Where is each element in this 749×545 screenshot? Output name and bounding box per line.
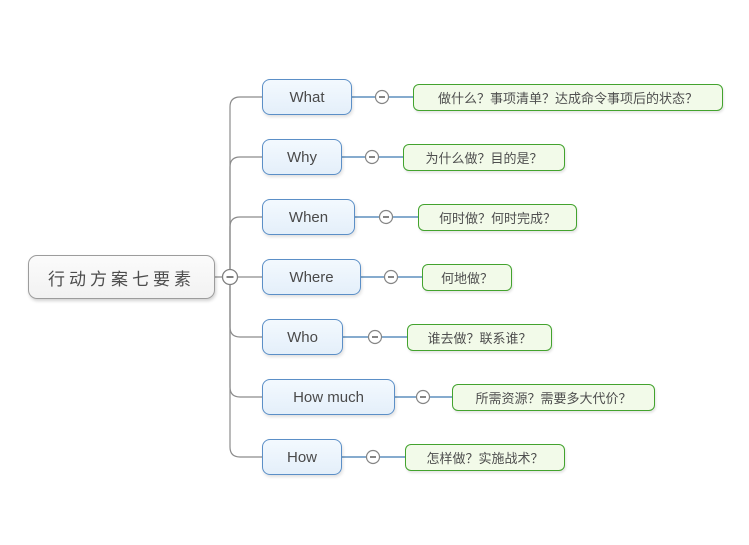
collapse-button-how[interactable] xyxy=(365,449,381,465)
branch-node-howmuch[interactable]: How much xyxy=(262,379,395,415)
collapse-button-when[interactable] xyxy=(378,209,394,225)
connector-root-why xyxy=(229,156,262,277)
collapse-button-who[interactable] xyxy=(367,329,383,345)
child-label: 何时做？何时完成？ xyxy=(438,210,556,226)
child-label: 做什么？事项清单？达成命令事项后的状态？ xyxy=(437,90,698,106)
branch-node-where[interactable]: Where xyxy=(262,259,361,295)
connector-root-how xyxy=(229,277,262,458)
connector-root-when xyxy=(229,216,262,277)
branch-label: How xyxy=(286,448,317,466)
child-label: 所需资源？需要多大代价？ xyxy=(475,390,632,406)
child-node-what[interactable]: 做什么？事项清单？达成命令事项后的状态？ xyxy=(413,83,723,111)
child-label: 何地做？ xyxy=(440,270,493,286)
collapse-button-why[interactable] xyxy=(364,149,380,165)
child-node-when[interactable]: 何时做？何时完成？ xyxy=(418,203,577,231)
connector-root-what xyxy=(229,96,262,277)
child-label: 怎样做？实施战术？ xyxy=(426,450,544,466)
branch-label: Where xyxy=(289,268,334,286)
collapse-button-howmuch[interactable] xyxy=(415,389,431,405)
collapse-button-where[interactable] xyxy=(383,269,399,285)
branch-label: How much xyxy=(293,388,364,406)
child-label: 谁去做？联系谁？ xyxy=(427,330,532,346)
branch-node-when[interactable]: When xyxy=(262,199,355,235)
child-node-why[interactable]: 为什么做？目的是？ xyxy=(403,143,565,171)
branch-node-what[interactable]: What xyxy=(262,79,352,115)
branch-node-who[interactable]: Who xyxy=(262,319,343,355)
child-node-how[interactable]: 怎样做？实施战术？ xyxy=(405,443,565,471)
branch-label: When xyxy=(288,208,329,226)
collapse-button-root[interactable] xyxy=(221,268,239,286)
branch-node-how[interactable]: How xyxy=(262,439,342,475)
branch-label: What xyxy=(289,88,325,106)
child-node-who[interactable]: 谁去做？联系谁？ xyxy=(407,323,552,351)
collapse-button-what[interactable] xyxy=(374,89,390,105)
branch-node-why[interactable]: Why xyxy=(262,139,342,175)
child-node-where[interactable]: 何地做？ xyxy=(422,263,512,291)
connector-root-who xyxy=(229,277,262,338)
branch-label: Why xyxy=(287,148,317,166)
branch-label: Who xyxy=(287,328,318,346)
root-topic-label: 行动方案七要素 xyxy=(48,269,195,289)
child-label: 为什么做？目的是？ xyxy=(425,150,543,166)
root-topic[interactable]: 行动方案七要素 xyxy=(28,255,215,299)
child-node-howmuch[interactable]: 所需资源？需要多大代价？ xyxy=(452,383,655,411)
